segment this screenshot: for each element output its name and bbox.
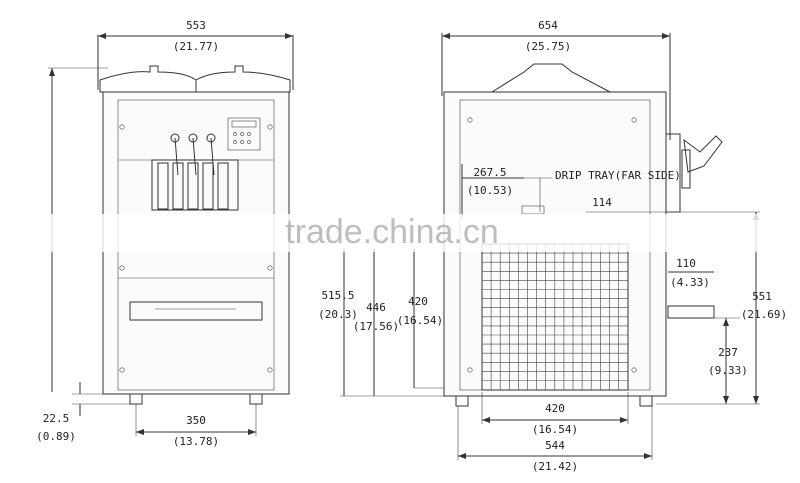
front-top-width-in: (21.77) xyxy=(173,40,219,53)
side-grill xyxy=(481,243,629,391)
tray-offset-in: (10.53) xyxy=(467,184,513,197)
height-446-mm: 446 xyxy=(366,301,386,314)
height-446-in: (17.56) xyxy=(353,320,399,333)
height-551-mm: 551 xyxy=(752,290,772,303)
foot-height-mm: 22.5 xyxy=(43,412,70,425)
front-bottom-width-mm: 350 xyxy=(186,414,206,427)
watermark-band xyxy=(22,214,800,252)
front-bottom-width-in: (13.78) xyxy=(173,435,219,448)
dispensing-head xyxy=(151,133,239,211)
height-551-in: (21.69) xyxy=(741,308,787,321)
height-515-in: (20.3) xyxy=(318,308,358,321)
grill-width-mm: 420 xyxy=(545,402,565,415)
tray-offset-mm: 267.5 xyxy=(473,166,506,179)
side-top-width-mm: 654 xyxy=(538,19,558,32)
dim-110-mm: 110 xyxy=(676,257,696,270)
watermark-text: trade.china.cn xyxy=(285,213,499,251)
height-237-in: (9.33) xyxy=(708,364,748,377)
base-width-mm: 544 xyxy=(545,439,565,452)
dim-110-in: (4.33) xyxy=(670,276,710,289)
dim-114: 114 xyxy=(592,196,612,209)
control-panel xyxy=(227,117,261,151)
drip-tray-label: DRIP TRAY(FAR SIDE) xyxy=(555,169,681,182)
height-237-mm: 237 xyxy=(718,346,738,359)
height-420-mm: 420 xyxy=(408,295,428,308)
height-420-in: (16.54) xyxy=(397,314,443,327)
base-width-in: (21.42) xyxy=(532,460,578,473)
grill-width-in: (16.54) xyxy=(532,423,578,436)
front-top-width-mm: 553 xyxy=(186,19,206,32)
foot-height-in: (0.89) xyxy=(36,430,76,443)
side-top-width-in: (25.75) xyxy=(525,40,571,53)
height-515-mm: 515.5 xyxy=(321,289,354,302)
side-view: 654 (25.75) 267.5 (10.53) DRIP TRAY(FAR … xyxy=(318,19,787,473)
front-drip-tray xyxy=(129,301,263,321)
